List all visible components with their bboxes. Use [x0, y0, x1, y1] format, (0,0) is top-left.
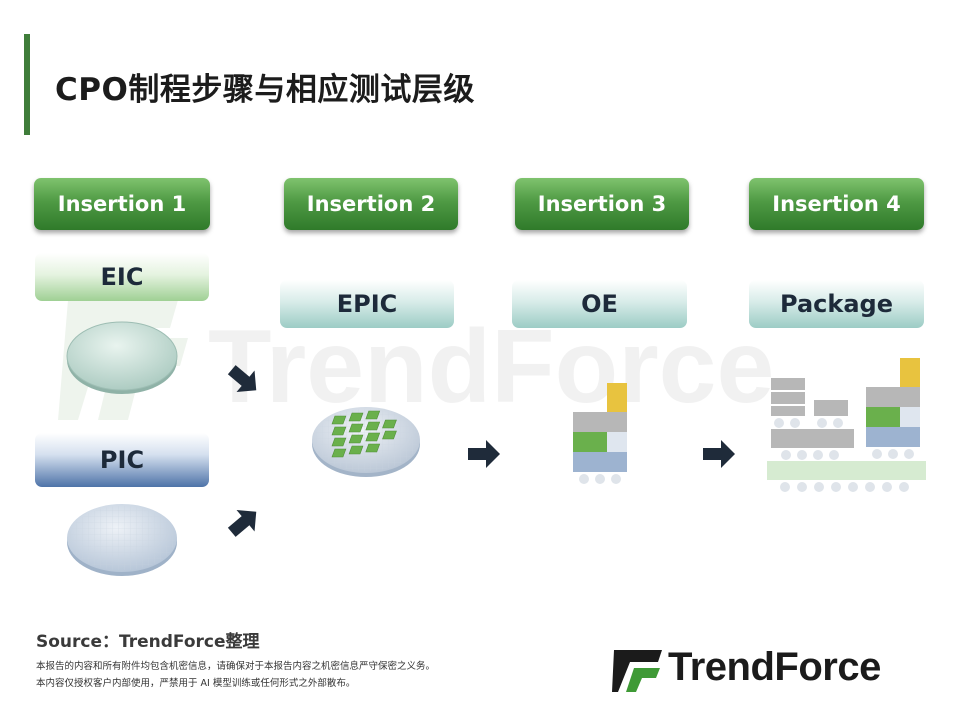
package-assembly-icon	[767, 358, 926, 492]
arrow-eic-to-epic-icon	[227, 365, 257, 393]
watermark-text: TrendForce	[208, 309, 774, 425]
epic-label: EPIC	[280, 280, 454, 328]
disclaimer-line-2: 本内容仅授权客户内部使用，严禁用于 AI 模型训练或任何形式之外部散布。	[36, 678, 356, 689]
title-accent-bar	[24, 34, 30, 135]
epic-wafer-icon	[312, 407, 420, 477]
insertion-2-header: Insertion 2	[284, 178, 458, 230]
arrow-pic-to-epic-icon	[227, 509, 257, 537]
pic-wafer-icon	[67, 504, 177, 576]
trendforce-watermark: TrendForce	[58, 300, 774, 425]
eic-wafer-icon	[66, 321, 178, 394]
source-note: Source：TrendForce整理	[36, 632, 260, 652]
oe-chip-stack-icon	[573, 383, 627, 484]
eic-label: EIC	[35, 253, 209, 301]
insertion-4-header: Insertion 4	[749, 178, 924, 230]
package-label: Package	[749, 280, 924, 328]
pic-label: PIC	[35, 433, 209, 487]
page-title: CPO制程步骤与相应测试层级	[55, 72, 475, 108]
disclaimer-line-1: 本报告的内容和所有附件均包含机密信息，请确保对于本报告内容之机密信息严守保密之义…	[36, 661, 436, 672]
arrow-epic-to-oe-icon	[468, 440, 500, 468]
trendforce-logo-mark-icon	[612, 650, 662, 692]
oe-label: OE	[512, 280, 687, 328]
arrow-oe-to-package-icon	[703, 440, 735, 468]
insertion-3-header: Insertion 3	[515, 178, 689, 230]
trendforce-logo-text: TrendForce	[668, 645, 881, 689]
insertion-1-header: Insertion 1	[34, 178, 210, 230]
